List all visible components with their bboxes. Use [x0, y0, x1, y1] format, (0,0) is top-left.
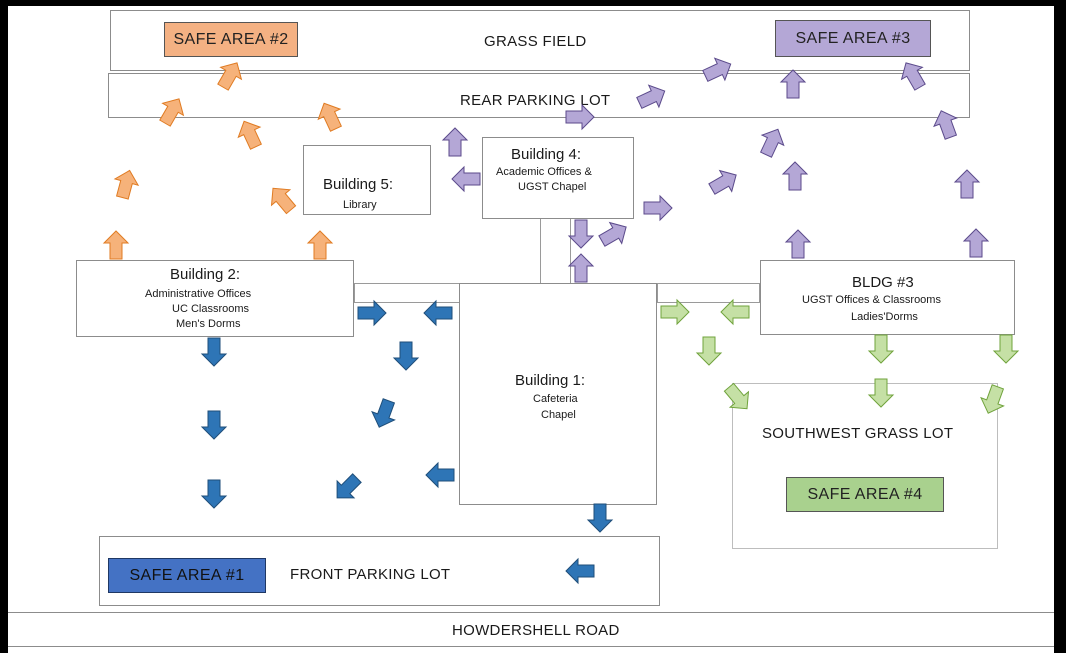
purple-arrow — [895, 56, 931, 94]
blue-arrow — [201, 337, 227, 367]
green-arrow — [696, 336, 722, 366]
southwest-grass-lot-label: SOUTHWEST GRASS LOT — [762, 425, 954, 442]
green-arrow — [976, 382, 1010, 418]
building-2 — [76, 260, 354, 337]
green-arrow — [868, 378, 894, 408]
safe-area-3: SAFE AREA #3 — [775, 20, 931, 57]
connector-b1-b3 — [657, 283, 760, 303]
blue-arrow — [423, 300, 453, 326]
blue-arrow — [328, 469, 366, 507]
purple-arrow — [782, 161, 808, 191]
building-2-line-1: Administrative Offices — [145, 288, 252, 300]
purple-arrow — [565, 104, 595, 130]
green-arrow — [660, 299, 690, 325]
southwest-grass-lot — [732, 383, 998, 549]
front-parking-lot-label: FRONT PARKING LOT — [290, 566, 451, 583]
building-5-line-1: Library — [343, 199, 377, 211]
building-2-line-2: UC Classrooms — [172, 303, 250, 315]
purple-arrow — [568, 253, 594, 283]
purple-arrow — [705, 164, 743, 200]
purple-arrow — [699, 52, 737, 88]
building-5 — [303, 145, 431, 215]
building-1 — [459, 283, 657, 505]
howdershell-road — [8, 612, 1054, 647]
green-arrow — [868, 334, 894, 364]
blue-arrow — [201, 410, 227, 440]
purple-arrow — [754, 123, 790, 161]
building-5-name: Building 5: — [323, 176, 394, 193]
purple-arrow — [633, 79, 671, 115]
building-1-line-1: Cafeteria — [533, 393, 578, 405]
building-3-line-1: UGST Offices & Classrooms — [802, 294, 941, 306]
purple-arrow — [595, 216, 633, 252]
green-arrows — [660, 299, 1019, 418]
building-3-line-2: Ladies'Dorms — [851, 311, 918, 323]
purple-arrow — [442, 127, 468, 157]
blue-arrow — [425, 462, 455, 488]
purple-arrow — [963, 228, 989, 258]
building-1-line-2: Chapel — [541, 409, 576, 421]
building-4-line-1: Academic Offices & — [496, 166, 592, 178]
purple-arrow — [785, 229, 811, 259]
orange-arrow — [312, 97, 348, 135]
building-3 — [760, 260, 1015, 335]
rear-parking-lot — [108, 73, 970, 118]
blue-arrow — [367, 396, 401, 432]
building-4-name: Building 4: — [511, 146, 582, 163]
building-3-name: BLDG #3 — [852, 274, 914, 291]
orange-arrow — [154, 92, 190, 130]
purple-arrow — [451, 166, 481, 192]
building-4-line-2: UGST Chapel — [518, 181, 587, 193]
road-label: HOWDERSHELL ROAD — [452, 622, 620, 639]
purple-arrow — [643, 195, 673, 221]
purple-arrow — [780, 69, 806, 99]
green-arrow — [719, 379, 757, 417]
blue-arrow — [357, 300, 387, 326]
orange-arrows — [103, 56, 348, 260]
blue-arrow — [587, 503, 613, 533]
blue-arrow — [565, 558, 595, 584]
orange-arrow — [212, 56, 248, 94]
orange-arrow — [263, 180, 301, 218]
building-1-name: Building 1: — [515, 372, 586, 389]
building-4 — [482, 137, 634, 219]
orange-arrow — [307, 230, 333, 260]
purple-arrow — [954, 169, 980, 199]
blue-arrow — [201, 479, 227, 509]
purple-arrow — [929, 106, 963, 142]
rear-parking-lot-label: REAR PARKING LOT — [460, 92, 611, 109]
green-arrow — [720, 299, 750, 325]
green-arrow — [993, 334, 1019, 364]
building-2-name: Building 2: — [170, 266, 241, 283]
purple-arrow — [568, 219, 594, 249]
blue-arrows — [201, 300, 613, 584]
blue-arrow — [393, 341, 419, 371]
orange-arrow — [110, 166, 142, 202]
safe-area-1: SAFE AREA #1 — [108, 558, 266, 593]
safe-area-2: SAFE AREA #2 — [164, 22, 298, 57]
purple-arrows — [442, 52, 989, 283]
orange-arrow — [103, 230, 129, 260]
building-2-line-3: Men's Dorms — [176, 318, 241, 330]
grass-field-label: GRASS FIELD — [484, 33, 587, 50]
orange-arrow — [232, 115, 268, 153]
safe-area-4: SAFE AREA #4 — [786, 477, 944, 512]
